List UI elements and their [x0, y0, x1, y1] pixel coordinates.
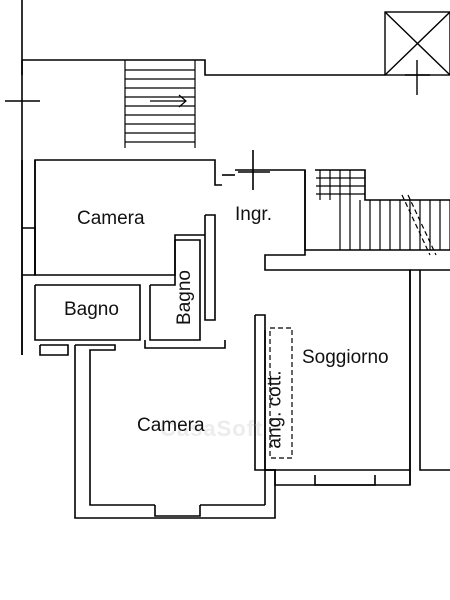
walls — [5, 0, 450, 519]
soggiorno-wall — [255, 314, 410, 471]
watermark: CasaSoft — [160, 416, 264, 441]
label-ingresso: Ingr. — [235, 204, 272, 225]
kitchen-corner — [269, 327, 293, 459]
label-soggiorno: Soggiorno — [302, 347, 389, 368]
label-camera-top: Camera — [77, 208, 145, 229]
skylight-box — [384, 11, 450, 95]
window-left — [22, 227, 36, 276]
stairs-right — [316, 170, 450, 256]
hall-door — [144, 340, 226, 349]
camera-top-right-partition — [204, 214, 216, 321]
window-hall — [39, 344, 69, 356]
window-soggiorno — [314, 475, 376, 486]
bagno-rot-wall — [149, 239, 201, 341]
label-bagno-left: Bagno — [64, 299, 119, 320]
camera-bottom-wall-2 — [74, 315, 276, 519]
right-wall — [419, 270, 450, 471]
stairs-right-wall — [304, 170, 450, 251]
stair-arrow-head — [178, 94, 187, 108]
stairs-right-outline — [315, 169, 450, 201]
window-bottom — [154, 505, 201, 517]
label-bagno-rotated: Bagno — [173, 270, 195, 325]
upper-corridor-wall — [22, 59, 385, 76]
label-angolo-cottura: ang. cott. — [264, 370, 286, 449]
stairs-top — [124, 60, 196, 148]
stairs-right-dashed-1 — [401, 194, 431, 256]
camera-bottom-wall — [75, 344, 155, 506]
bagno-left-wall — [34, 284, 141, 341]
soggiorno-bottom — [265, 469, 411, 486]
stairs-right-dashed-2 — [407, 194, 437, 256]
label-camera-bottom: Camera — [137, 415, 205, 436]
